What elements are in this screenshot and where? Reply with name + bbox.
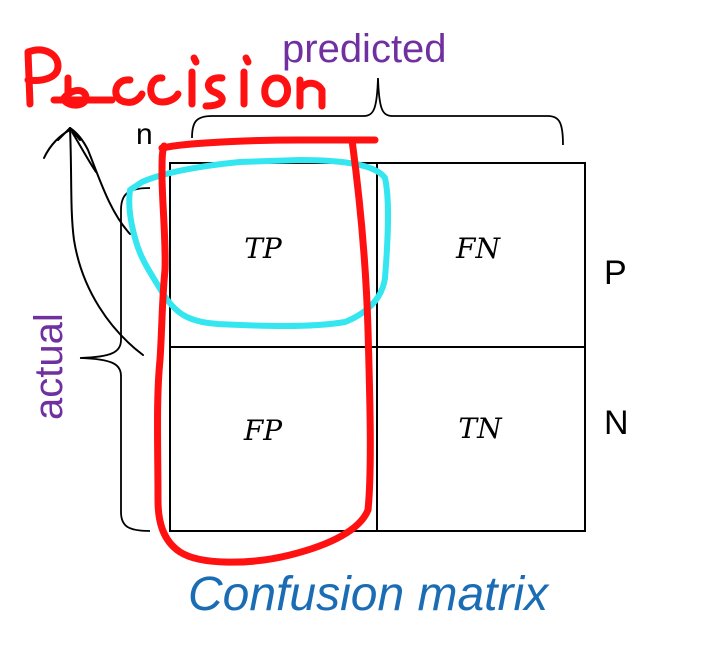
arrow-to-precision — [43, 127, 144, 356]
predicted-label: predicted — [282, 27, 447, 71]
row-label-p: P — [604, 254, 627, 292]
tp-cyan-highlight — [126, 157, 392, 329]
row-label-n: N — [604, 404, 629, 442]
cell-fp: FP — [243, 414, 283, 447]
cell-tp: TP — [244, 232, 283, 265]
matrix-grid — [169, 162, 586, 532]
n-marker: n — [136, 118, 153, 151]
actual-brace — [79, 187, 151, 532]
caption: Confusion matrix — [188, 568, 550, 621]
precision-handwritten — [24, 46, 326, 110]
actual-label: actual — [27, 313, 71, 420]
predicted-brace — [191, 77, 564, 146]
cell-fn: FN — [455, 232, 501, 265]
precision-red-highlight — [154, 136, 379, 566]
cell-tn: TN — [458, 412, 503, 445]
